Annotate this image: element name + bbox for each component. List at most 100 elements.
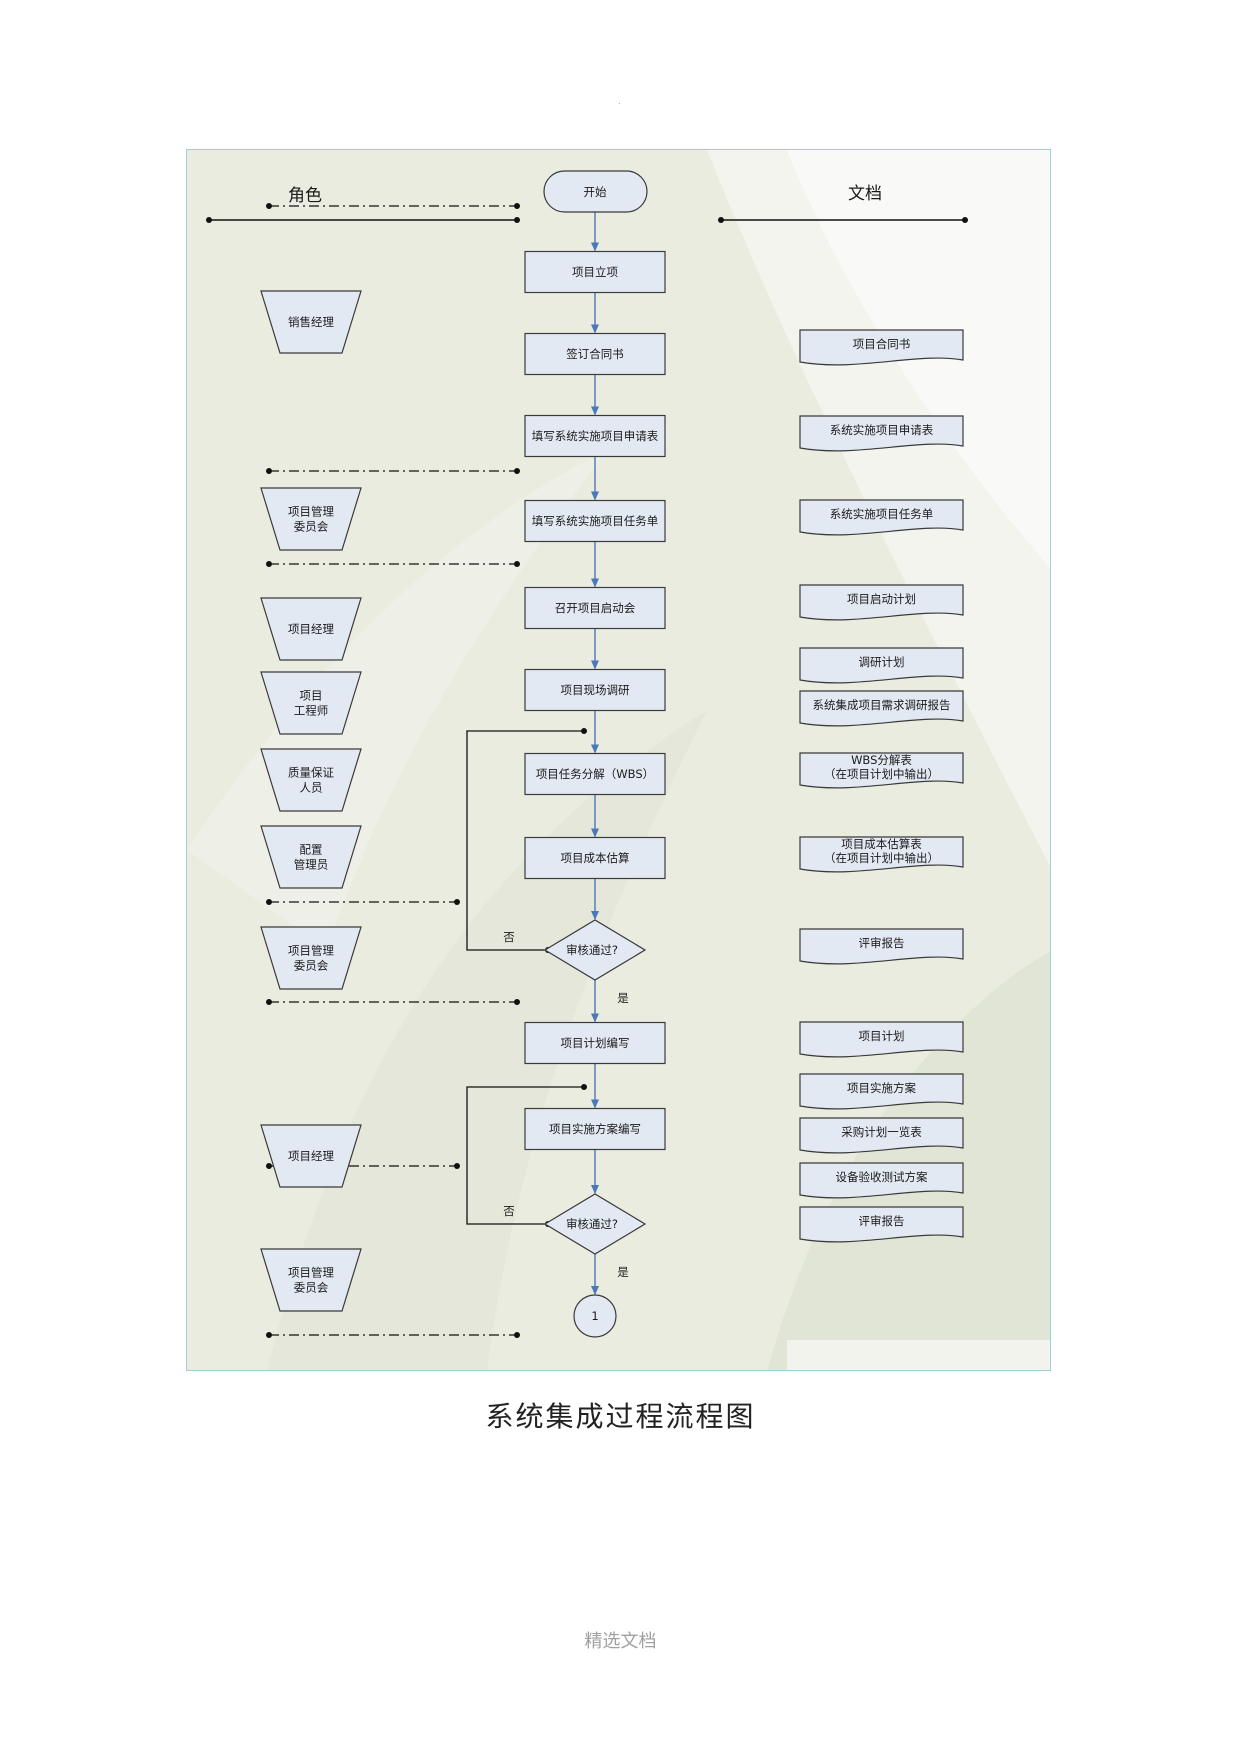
- decision-1-yes-label: 是: [617, 991, 629, 1005]
- role-label-line-1: 项目经理: [288, 1149, 334, 1163]
- separator-endpoint: [514, 999, 520, 1005]
- decision-label: 审核通过?: [566, 943, 618, 957]
- role-1[interactable]: 销售经理: [260, 290, 362, 354]
- process-step-2[interactable]: 签订合同书: [524, 332, 666, 376]
- decision-1[interactable]: 审核通过?: [543, 919, 647, 981]
- document-9[interactable]: 评审报告: [799, 928, 964, 965]
- role-shape: [260, 1124, 362, 1188]
- page-footer: 精选文档: [584, 1631, 657, 1652]
- document-label-line-1: 项目成本估算表: [841, 837, 922, 851]
- document-label-line-1: 评审报告: [859, 936, 905, 950]
- document-3[interactable]: 系统实施项目任务单: [799, 499, 964, 536]
- decision-2[interactable]: 审核通过?: [543, 1193, 647, 1255]
- separator-endpoint: [266, 203, 272, 209]
- process-step-box: [524, 1021, 666, 1065]
- document-7[interactable]: WBS分解表（在项目计划中输出）: [799, 752, 964, 789]
- document-label-line-1: 项目合同书: [853, 337, 911, 351]
- document-11[interactable]: 项目实施方案: [799, 1073, 964, 1110]
- process-step-9[interactable]: 项目计划编写: [524, 1021, 666, 1065]
- start-node-label: 开始: [584, 185, 607, 199]
- decision-2-yes-label: 是: [617, 1265, 629, 1279]
- role-label-line-1: 质量保证: [288, 766, 334, 780]
- role-label-line-2: 人员: [300, 781, 323, 795]
- separator-endpoint: [266, 1332, 272, 1338]
- process-step-4[interactable]: 填写系统实施项目任务单: [524, 499, 666, 543]
- separator-endpoint: [514, 561, 520, 567]
- document-shape: [799, 1206, 964, 1243]
- document-shape: [799, 415, 964, 452]
- separator-endpoint: [266, 899, 272, 905]
- decision-1-no-label: 否: [503, 930, 515, 944]
- flowchart-frame: 角色 文档 开始 项目立项签订合同书填写系统实施项目申请表填写系统实施项目任务单…: [186, 149, 1051, 1371]
- process-step-7[interactable]: 项目任务分解（WBS）: [524, 752, 666, 796]
- document-shape: [799, 499, 964, 536]
- document-shape: [799, 584, 964, 621]
- decision-diamond: [543, 1193, 647, 1255]
- role-3[interactable]: 项目经理: [260, 597, 362, 661]
- role-shape: [260, 926, 362, 990]
- role-column: 销售经理项目管理委员会项目经理项目工程师质量保证人员配置管理员项目管理委员会项目…: [260, 290, 362, 1312]
- role-label-line-2: 委员会: [294, 1281, 329, 1295]
- process-step-label: 项目实施方案编写: [549, 1122, 641, 1136]
- role-shape: [260, 487, 362, 551]
- roles-header: 角色: [288, 186, 322, 206]
- document-label-line-2: （在项目计划中输出）: [824, 767, 939, 781]
- role-shape: [260, 290, 362, 354]
- role-8[interactable]: 项目经理: [260, 1124, 362, 1188]
- top-mark: .: [618, 97, 621, 106]
- role-label-line-1: 项目管理: [288, 944, 334, 958]
- process-step-label: 项目现场调研: [561, 683, 630, 697]
- document-column: 项目合同书系统实施项目申请表系统实施项目任务单项目启动计划调研计划系统集成项目需…: [799, 329, 964, 1243]
- decision-nodes: 审核通过? 审核通过?: [543, 919, 647, 1255]
- document-label-line-1: 评审报告: [859, 1214, 905, 1228]
- separator-endpoint: [266, 999, 272, 1005]
- decision-diamond: [543, 919, 647, 981]
- process-step-1[interactable]: 项目立项: [524, 250, 666, 294]
- documents-header: 文档: [848, 184, 882, 204]
- document-label-line-1: 采购计划一览表: [841, 1125, 922, 1139]
- document-shape: [799, 1073, 964, 1110]
- document-4[interactable]: 项目启动计划: [799, 584, 964, 621]
- role-shape: [260, 671, 362, 735]
- role-label-line-1: 项目管理: [288, 1266, 334, 1280]
- process-step-6[interactable]: 项目现场调研: [524, 668, 666, 712]
- document-shape: [799, 329, 964, 366]
- process-step-3[interactable]: 填写系统实施项目申请表: [524, 414, 666, 458]
- document-13[interactable]: 设备验收测试方案: [799, 1162, 964, 1199]
- document-label-line-1: 项目启动计划: [847, 592, 916, 606]
- document-6[interactable]: 系统集成项目需求调研报告: [799, 690, 964, 727]
- document-label-line-1: 项目实施方案: [847, 1081, 916, 1095]
- document-shape: [799, 836, 964, 873]
- separator-endpoint: [266, 1163, 272, 1169]
- document-shape: [799, 690, 964, 727]
- separator-endpoint: [514, 1332, 520, 1338]
- process-step-10[interactable]: 项目实施方案编写: [524, 1107, 666, 1151]
- process-step-box: [524, 1107, 666, 1151]
- process-step-label: 填写系统实施项目任务单: [532, 514, 659, 528]
- document-2[interactable]: 系统实施项目申请表: [799, 415, 964, 452]
- role-label-line-2: 委员会: [294, 959, 329, 973]
- process-step-box: [524, 414, 666, 458]
- document-label-line-1: WBS分解表: [851, 753, 912, 767]
- document-10[interactable]: 项目计划: [799, 1021, 964, 1058]
- role-label-line-2: 管理员: [294, 858, 329, 872]
- figure-caption: 系统集成过程流程图: [485, 1400, 756, 1433]
- document-shape: [799, 752, 964, 789]
- role-label-line-2: 委员会: [294, 520, 329, 534]
- document-12[interactable]: 采购计划一览表: [799, 1117, 964, 1154]
- document-5[interactable]: 调研计划: [799, 647, 964, 684]
- start-node[interactable]: 开始: [543, 170, 648, 213]
- document-8[interactable]: 项目成本估算表（在项目计划中输出）: [799, 836, 964, 873]
- separator-endpoint: [266, 561, 272, 567]
- connector-node[interactable]: 1: [573, 1294, 617, 1338]
- process-step-8[interactable]: 项目成本估算: [524, 836, 666, 880]
- process-step-5[interactable]: 召开项目启动会: [524, 586, 666, 630]
- document-14[interactable]: 评审报告: [799, 1206, 964, 1243]
- document-1[interactable]: 项目合同书: [799, 329, 964, 366]
